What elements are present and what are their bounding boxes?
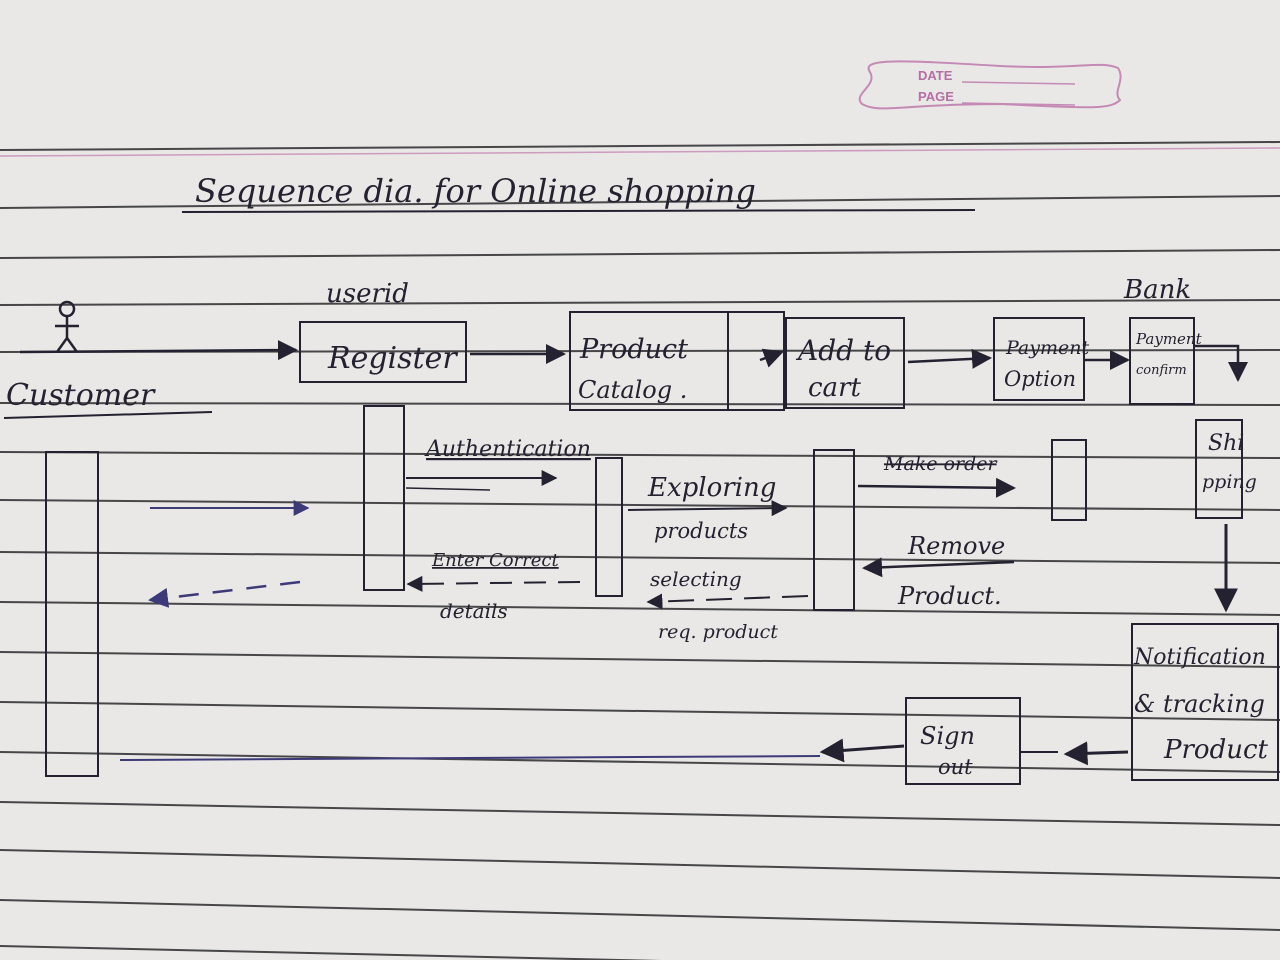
payment-activation-bar bbox=[1051, 439, 1087, 521]
shipping-box bbox=[1195, 419, 1243, 519]
catalog-label-2: Catalog . bbox=[578, 376, 687, 404]
notification-label-3: Product bbox=[1163, 735, 1269, 765]
date-page-stamp: DATE PAGE bbox=[858, 60, 1122, 110]
cart-label-1: Add to bbox=[795, 334, 891, 367]
cart-label-2: cart bbox=[808, 373, 861, 403]
remove-product-arrow bbox=[862, 557, 1015, 578]
enter-details-return-arrow bbox=[406, 575, 581, 592]
selecting-label-2: req. product bbox=[658, 621, 778, 643]
actor-underline bbox=[3, 411, 213, 419]
payment-confirm-box bbox=[1129, 317, 1195, 405]
payment-confirm-label-1: Payment bbox=[1135, 330, 1203, 348]
diagram-title: Sequence dia. for Online shopping bbox=[195, 172, 756, 210]
make-order-arrow bbox=[857, 477, 1016, 498]
stick-figure-icon bbox=[55, 300, 79, 353]
sign-out-label-2: out bbox=[938, 755, 973, 779]
selecting-return-arrow bbox=[646, 593, 809, 610]
title-underline bbox=[181, 209, 976, 213]
exploring-arrow bbox=[627, 500, 788, 517]
remove-label-1: Remove bbox=[907, 532, 1005, 560]
notification-box bbox=[1131, 623, 1279, 781]
authentication-label: Authentication bbox=[424, 437, 591, 462]
ruled-lines bbox=[0, 141, 1280, 960]
selecting-label-1: selecting bbox=[650, 567, 742, 591]
notification-label-2: & tracking bbox=[1134, 690, 1265, 718]
remove-label-2: Product. bbox=[897, 582, 1002, 610]
make-order-label: Make order bbox=[883, 453, 999, 475]
add-to-cart-box bbox=[785, 317, 905, 409]
userid-annotation: userid bbox=[326, 279, 409, 309]
payment-confirm-label-2: confirm bbox=[1136, 363, 1187, 378]
catalog-gap-box bbox=[727, 311, 785, 411]
flow-arrow-catalog-cart bbox=[759, 348, 784, 368]
payment-option-label-2: Option bbox=[1004, 367, 1076, 391]
page-label: PAGE bbox=[918, 89, 954, 104]
register-label: Register bbox=[327, 341, 458, 376]
signout-to-customer-line bbox=[119, 755, 821, 761]
shipping-label-1: Shi bbox=[1208, 431, 1244, 456]
flow-arrow-cart-payopt bbox=[907, 348, 992, 369]
signout-arrow bbox=[819, 738, 905, 763]
enter-correct-label: Enter Correct bbox=[431, 550, 559, 571]
actor-name: Customer bbox=[6, 378, 156, 413]
bank-annotation: Bank bbox=[1123, 275, 1191, 305]
notification-label-1: Notification bbox=[1133, 645, 1266, 670]
date-label: DATE bbox=[918, 68, 953, 83]
register-return-arrow bbox=[148, 580, 301, 608]
catalog-label-1: Product bbox=[579, 334, 688, 365]
sign-out-box bbox=[905, 697, 1021, 785]
flow-arrow-customer-register bbox=[19, 340, 298, 361]
register-activation-bar bbox=[363, 405, 405, 591]
exploring-label-2: products bbox=[654, 519, 748, 543]
payment-option-label-1: Payment bbox=[1005, 337, 1089, 359]
details-label: details bbox=[440, 599, 508, 623]
register-box bbox=[299, 321, 467, 383]
flow-arrow-payconf-shipping bbox=[1194, 344, 1248, 382]
cart-activation-bar bbox=[813, 449, 855, 611]
authentication-arrow-double bbox=[405, 487, 491, 491]
catalog-activation-bar bbox=[595, 457, 623, 597]
exploring-label-1: Exploring bbox=[647, 473, 776, 503]
sign-out-label-1: Sign bbox=[920, 722, 975, 750]
customer-activation-bar bbox=[45, 451, 99, 777]
notification-to-signout-arrow bbox=[1063, 741, 1129, 766]
shipping-label-2: pping bbox=[1202, 471, 1257, 493]
